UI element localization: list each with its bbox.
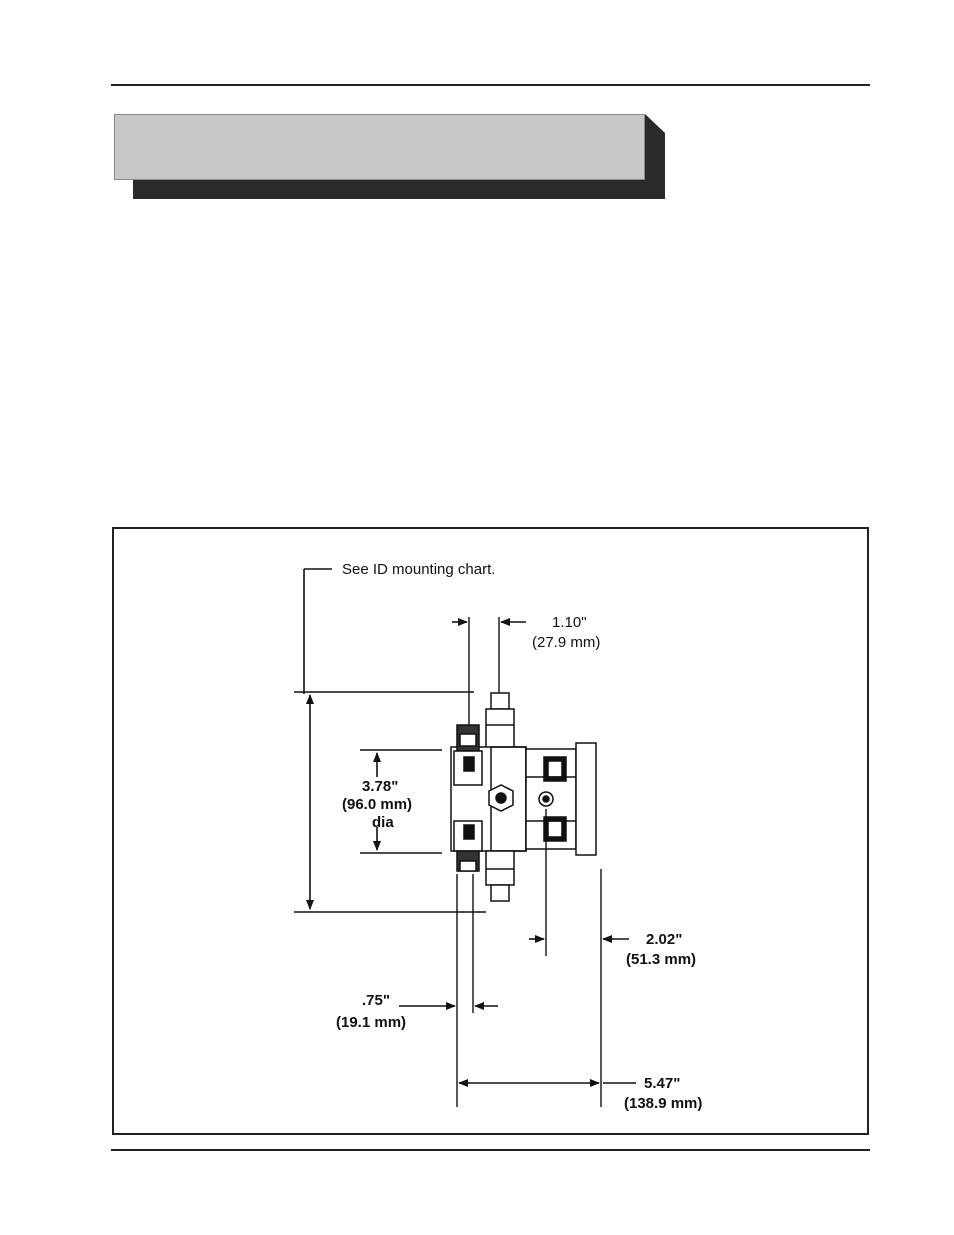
dimension-figure: See ID mounting chart. xyxy=(112,527,869,1135)
svg-text:2.02": 2.02" xyxy=(646,931,682,948)
dim-offset: .75" (19.1 mm) xyxy=(336,992,406,1031)
dimension-arrows xyxy=(306,618,636,1087)
extension-lines xyxy=(294,617,602,1107)
valve-body xyxy=(450,692,597,902)
svg-text:5.47": 5.47" xyxy=(644,1075,680,1092)
svg-text:1.10": 1.10" xyxy=(552,614,587,631)
svg-text:(138.9 mm): (138.9 mm) xyxy=(624,1095,702,1112)
dimension-drawing: See ID mounting chart. xyxy=(294,561,702,1112)
footer-rule xyxy=(111,1149,870,1151)
note-leader xyxy=(303,568,332,694)
section-banner xyxy=(114,114,645,180)
mounting-chart-note: See ID mounting chart. xyxy=(342,561,495,578)
dim-overall: 5.47" (138.9 mm) xyxy=(624,1075,702,1112)
svg-text:3.78": 3.78" xyxy=(362,778,398,795)
svg-text:(96.0 mm): (96.0 mm) xyxy=(342,796,412,813)
svg-text:(19.1 mm): (19.1 mm) xyxy=(336,1014,406,1031)
dim-top-width: 1.10" (27.9 mm) xyxy=(532,614,600,651)
dim-depth-small: 2.02" (51.3 mm) xyxy=(626,931,696,968)
dim-diameter: 3.78" (96.0 mm) dia xyxy=(342,778,412,831)
svg-text:.75": .75" xyxy=(362,992,390,1009)
svg-text:dia: dia xyxy=(372,814,394,831)
svg-text:(27.9 mm): (27.9 mm) xyxy=(532,634,600,651)
header-rule xyxy=(111,84,870,86)
svg-text:(51.3 mm): (51.3 mm) xyxy=(626,951,696,968)
section-banner-bevel xyxy=(645,114,665,199)
